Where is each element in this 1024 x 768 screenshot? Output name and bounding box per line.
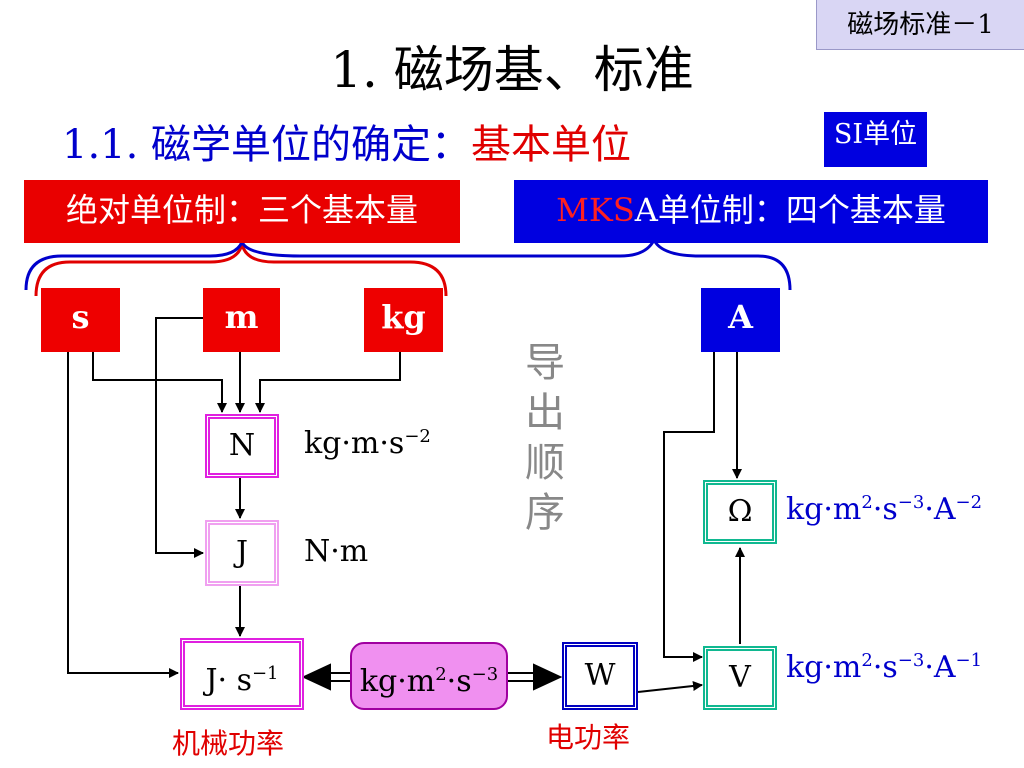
order-char: 导 bbox=[525, 340, 565, 386]
unit-box-W: W bbox=[562, 642, 638, 710]
base-unit-m: m bbox=[203, 288, 280, 352]
subtitle-prefix: 1.1. 磁学单位的确定： bbox=[62, 122, 472, 168]
unit-box-Omega: Ω bbox=[703, 480, 777, 544]
subtitle-highlight: 基本单位 bbox=[471, 122, 632, 168]
omega-e1: 2 bbox=[861, 492, 873, 513]
omega-e2: −3 bbox=[897, 492, 925, 513]
slide-tag: 磁场标准－1 bbox=[816, 0, 1024, 50]
v-e3: −1 bbox=[955, 650, 983, 671]
power-b: ·s bbox=[446, 664, 472, 699]
unit-box-V: V bbox=[703, 646, 777, 710]
mksa-red-part: MKS bbox=[556, 191, 635, 229]
omega-c: ·A bbox=[924, 492, 956, 527]
power-a: kg·m bbox=[359, 664, 436, 699]
formula-J: N·m bbox=[304, 534, 369, 569]
absolute-system-header: 绝对单位制：三个基本量 bbox=[24, 180, 460, 243]
base-unit-kg: kg bbox=[364, 288, 443, 352]
omega-e3: −2 bbox=[955, 492, 983, 513]
electric-power-label: 电功率 bbox=[546, 721, 631, 754]
power-e1: 2 bbox=[435, 664, 447, 685]
v-e1: 2 bbox=[861, 650, 873, 671]
section-subtitle: 1.1. 磁学单位的确定：基本单位 bbox=[62, 112, 631, 170]
unit-box-N: N bbox=[205, 414, 279, 478]
blue-brace bbox=[24, 236, 792, 291]
order-char: 出 bbox=[525, 390, 565, 436]
unit-box-J-per-s: J· s−1 bbox=[180, 638, 304, 710]
mechanical-power-label: 机械功率 bbox=[172, 727, 285, 760]
v-c: ·A bbox=[924, 650, 956, 685]
mksa-rest: A单位制：四个基本量 bbox=[634, 191, 946, 229]
formula-N-base: kg·m·s bbox=[304, 426, 405, 461]
base-unit-s: s bbox=[41, 288, 120, 352]
unit-box-J: J bbox=[205, 520, 279, 586]
power-formula-pill: kg·m2·s−3 bbox=[350, 642, 508, 710]
v-b: ·s bbox=[872, 650, 898, 685]
order-char: 序 bbox=[525, 490, 565, 536]
omega-a: kg·m bbox=[786, 492, 862, 527]
order-char: 顺 bbox=[525, 440, 565, 486]
derivation-order-label: 导 出 顺 序 bbox=[520, 338, 570, 538]
formula-N: kg·m·s−2 bbox=[304, 426, 431, 461]
page-title: 1. 磁场基、标准 bbox=[330, 41, 694, 99]
js-exp: −1 bbox=[251, 663, 279, 684]
v-a: kg·m bbox=[786, 650, 862, 685]
power-e2: −3 bbox=[471, 664, 499, 685]
si-badge: SI单位 bbox=[824, 112, 927, 167]
base-unit-A: A bbox=[701, 288, 780, 352]
formula-V: kg·m2·s−3·A−1 bbox=[786, 650, 982, 685]
js-base: J· s bbox=[205, 663, 252, 698]
omega-b: ·s bbox=[872, 492, 898, 527]
formula-Omega: kg·m2·s−3·A−2 bbox=[786, 492, 982, 527]
formula-N-exp: −2 bbox=[404, 426, 431, 447]
v-e2: −3 bbox=[897, 650, 925, 671]
mksa-system-header: MKSA单位制：四个基本量 bbox=[514, 180, 988, 243]
